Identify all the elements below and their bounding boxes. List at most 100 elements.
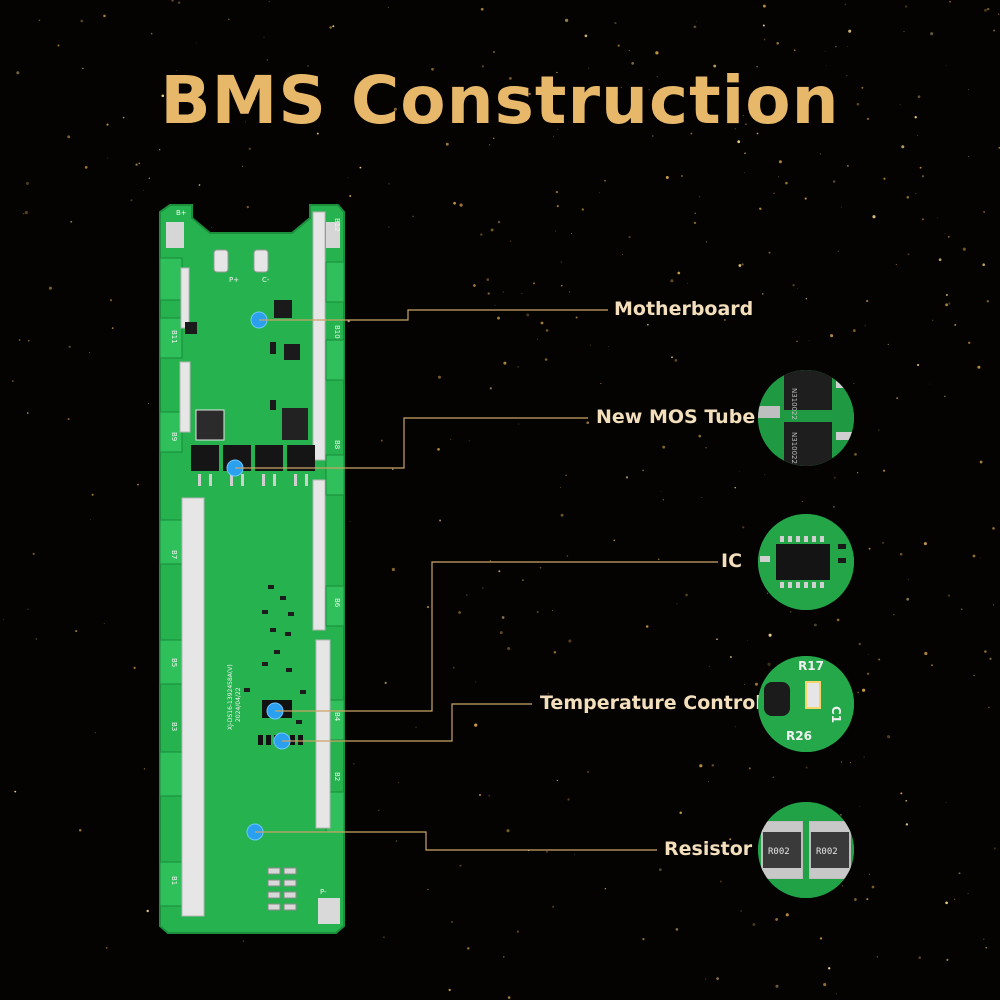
sparkle-dot bbox=[868, 654, 870, 655]
sparkle-dot bbox=[693, 221, 697, 225]
sparkle-dot bbox=[588, 67, 590, 69]
page-title: BMS Construction bbox=[160, 62, 840, 139]
sparkle-dot bbox=[628, 50, 630, 52]
sparkle-dot bbox=[896, 397, 898, 399]
sparkle-dot bbox=[18, 339, 21, 341]
sparkle-dot bbox=[705, 447, 707, 449]
sparkle-dot bbox=[973, 675, 975, 677]
sparkle-dot bbox=[143, 189, 145, 191]
sparkle-dot bbox=[861, 86, 864, 89]
sparkle-dot bbox=[540, 321, 544, 325]
sparkle-dot bbox=[466, 594, 468, 596]
sparkle-dot bbox=[862, 688, 866, 692]
sparkle-dot bbox=[670, 279, 674, 283]
sparkle-dot bbox=[946, 958, 949, 961]
sparkle-dot bbox=[872, 215, 876, 219]
leader-motherboard bbox=[259, 309, 608, 321]
mos-transistor-closeup-icon: N310022 N310022 bbox=[758, 370, 854, 466]
sparkle-dot bbox=[674, 359, 678, 362]
sparkle-dot bbox=[171, 0, 174, 2]
sparkle-dot bbox=[796, 340, 798, 342]
silk-b6: B6 bbox=[333, 598, 341, 608]
sparkle-dot bbox=[109, 299, 113, 302]
sparkle-dot bbox=[742, 526, 745, 529]
sparkle-dot bbox=[701, 496, 703, 499]
sparkle-dot bbox=[475, 681, 477, 683]
sparkle-dot bbox=[150, 32, 153, 35]
sparkle-dot bbox=[907, 579, 909, 581]
sparkle-dot bbox=[427, 888, 429, 891]
sparkle-dot bbox=[628, 235, 631, 239]
sparkle-dot bbox=[758, 117, 761, 120]
sparkle-dot bbox=[244, 121, 246, 123]
leader-ic bbox=[275, 561, 718, 712]
sparkle-dot bbox=[556, 205, 559, 208]
sparkle-dot bbox=[94, 732, 96, 734]
sparkle-dot bbox=[26, 412, 29, 414]
sparkle-dot bbox=[452, 666, 455, 669]
sparkle-dot bbox=[135, 163, 138, 166]
sparkle-dot bbox=[196, 42, 197, 44]
sparkle-dot bbox=[493, 137, 495, 139]
busbar-right-mid bbox=[312, 479, 326, 631]
sparkle-dot bbox=[772, 776, 775, 779]
sparkle-dot bbox=[923, 542, 927, 546]
sparkle-dot bbox=[489, 387, 492, 390]
silk-b9: B9 bbox=[170, 432, 178, 441]
sparkle-dot bbox=[448, 988, 451, 992]
sparkle-dot bbox=[713, 64, 717, 68]
sparkle-dot bbox=[679, 811, 682, 815]
sparkle-dot bbox=[989, 657, 992, 660]
sparkle-dot bbox=[924, 651, 928, 656]
sparkle-dot bbox=[699, 764, 703, 768]
busbar-left-top bbox=[179, 361, 191, 433]
sparkle-dot bbox=[747, 639, 748, 641]
sparkle-dot bbox=[497, 316, 500, 320]
sparkle-dot bbox=[486, 278, 490, 281]
callout-ic: IC bbox=[721, 550, 743, 572]
sparkle-dot bbox=[268, 1, 270, 3]
sparkle-dot bbox=[481, 65, 485, 68]
sparkle-dot bbox=[384, 681, 387, 685]
sparkle-dot bbox=[687, 283, 689, 284]
sparkle-dot bbox=[705, 241, 707, 243]
sparkle-dot bbox=[251, 83, 255, 87]
sparkle-dot bbox=[498, 570, 501, 573]
sparkle-dot bbox=[739, 471, 741, 472]
sparkle-dot bbox=[459, 864, 462, 867]
sparkle-dot bbox=[27, 608, 29, 610]
sparkle-dot bbox=[878, 429, 880, 431]
sparkle-dot bbox=[917, 95, 921, 99]
sparkle-dot bbox=[488, 144, 491, 146]
svg-text:R002: R002 bbox=[768, 847, 790, 857]
silk-b10: B10 bbox=[333, 325, 341, 339]
sparkle-dot bbox=[825, 65, 827, 66]
sparkle-dot bbox=[473, 284, 476, 287]
sparkle-dot bbox=[266, 59, 268, 61]
sparkle-dot bbox=[992, 527, 995, 530]
sparkle-dot bbox=[967, 892, 969, 895]
sparkle-dot bbox=[693, 25, 697, 29]
sparkle-dot bbox=[439, 519, 442, 522]
sparkle-dot bbox=[805, 298, 808, 300]
sparkle-dot bbox=[967, 341, 971, 345]
sparkle-dot bbox=[980, 557, 981, 559]
sparkle-dot bbox=[656, 75, 659, 78]
sparkle-dot bbox=[856, 102, 860, 106]
sparkle-dot bbox=[856, 472, 859, 474]
sparkle-dot bbox=[729, 838, 732, 841]
sparkle-dot bbox=[88, 352, 90, 354]
resistor-closeup-icon: R002 R002 bbox=[758, 802, 854, 898]
silk-pplus: P+ bbox=[229, 276, 239, 284]
sparkle-dot bbox=[755, 682, 758, 686]
silk-b11: B11 bbox=[170, 330, 178, 344]
sparkle-dot bbox=[415, 726, 417, 728]
sparkle-dot bbox=[985, 947, 987, 949]
sparkle-dot bbox=[426, 606, 430, 609]
sparkle-dot bbox=[242, 940, 245, 942]
sparkle-dot bbox=[921, 175, 925, 178]
silk-date: 2024/04/22 bbox=[235, 687, 242, 722]
sparkle-dot bbox=[900, 792, 903, 795]
sparkle-dot bbox=[695, 422, 697, 424]
sparkle-dot bbox=[138, 162, 141, 165]
